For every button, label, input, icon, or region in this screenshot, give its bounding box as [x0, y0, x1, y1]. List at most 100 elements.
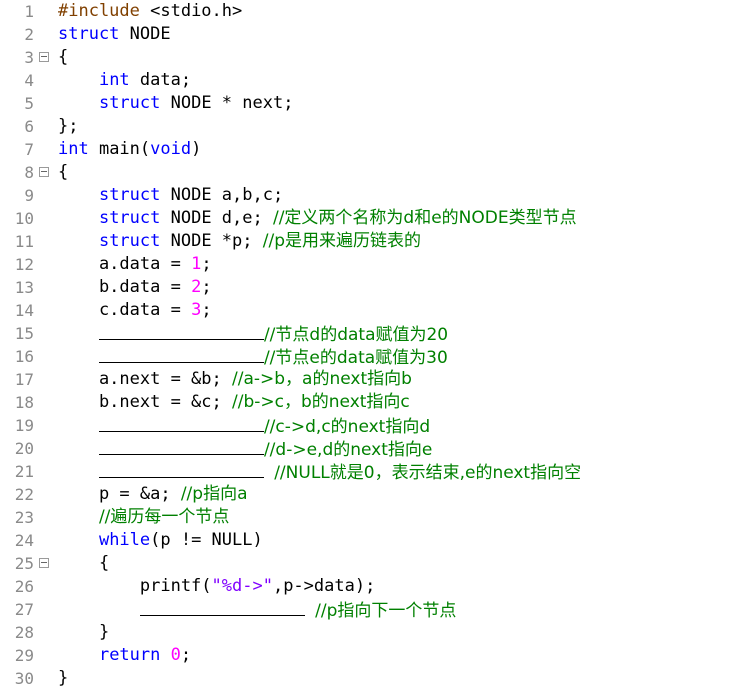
line-number: 9	[24, 186, 34, 205]
code-line[interactable]: 25 {	[0, 552, 730, 577]
code-token: NODE *p;	[160, 231, 263, 251]
code-token: }	[58, 668, 69, 688]
code-line[interactable]: 21 //NULL就是0，表示结束,e的next指向空	[0, 462, 730, 485]
code-keyword: int	[98, 70, 130, 90]
code-token	[58, 507, 99, 527]
line-number: 21	[14, 462, 34, 481]
code-token	[58, 185, 99, 205]
code-line[interactable]: 6};	[0, 115, 730, 140]
line-number: 30	[14, 669, 34, 688]
code-line[interactable]: 24 while(p != NULL)	[0, 530, 730, 554]
code-line[interactable]: 9 struct NODE a,b,c;	[0, 184, 730, 209]
code-line[interactable]: 14 c.data = 3;	[0, 300, 730, 324]
code-text: struct NODE d,e; //定义两个名称为d和e的NODE类型节点	[58, 207, 577, 230]
code-token: "%d->"	[211, 576, 273, 596]
fold-toggle-icon[interactable]	[39, 558, 49, 568]
code-line[interactable]: 19 //c->d,c的next指向d	[0, 416, 730, 439]
code-line[interactable]: 8{	[0, 162, 730, 186]
code-line[interactable]: 26 printf("%d->",p->data);	[0, 575, 730, 600]
line-number: 1	[24, 2, 34, 21]
code-line[interactable]: 2 struct NODE	[0, 24, 730, 48]
code-token: NODE d,e;	[160, 208, 273, 228]
code-text: //NULL就是0，表示结束,e的next指向空	[58, 460, 581, 485]
line-number: 5	[24, 94, 34, 113]
code-keyword: struct	[58, 24, 120, 44]
code-token: <stdio.h>	[139, 1, 243, 21]
fill-in-blank[interactable]	[98, 322, 264, 340]
code-token	[58, 417, 99, 437]
code-token: NODE	[119, 24, 171, 44]
code-line[interactable]: 17 a.next = &b; //a->b，a的next指向b	[0, 369, 730, 393]
code-token: b.next = &c;	[58, 392, 232, 412]
code-text: b.data = 2;	[58, 276, 212, 299]
code-token	[58, 645, 99, 665]
code-line[interactable]: 15 //节点d的data赋值为20	[0, 324, 730, 347]
code-line[interactable]: 5 struct NODE * next;	[0, 92, 730, 117]
fill-in-blank[interactable]	[98, 437, 264, 455]
code-line[interactable]: 30}	[0, 668, 730, 692]
code-comment: //a->b，a的next指向b	[232, 369, 412, 389]
code-text: b.next = &c; //b->c，b的next指向c	[58, 391, 410, 414]
code-token: {	[58, 47, 69, 67]
code-line[interactable]: 22 p = &a; //p指向a	[0, 484, 730, 508]
line-number: 3	[24, 48, 34, 67]
code-comment: //节点e的data赋值为30	[263, 348, 448, 368]
line-number: 2	[24, 25, 34, 44]
code-token: p = &a;	[58, 484, 181, 504]
code-token: ,p->data);	[272, 576, 376, 596]
line-number: 7	[24, 140, 34, 159]
code-token: c.data =	[58, 300, 192, 320]
code-line[interactable]: 23 //遍历每一个节点	[0, 506, 730, 531]
code-line[interactable]: 20 //d->e,d的next指向e	[0, 439, 730, 462]
code-line[interactable]: 28 }	[0, 621, 730, 646]
fill-in-blank[interactable]	[98, 460, 264, 478]
code-line[interactable]: 12 a.data = 1;	[0, 254, 730, 278]
code-token: ;	[201, 277, 212, 297]
code-line[interactable]: 1#include <stdio.h>	[0, 1, 730, 25]
code-token	[305, 601, 315, 621]
code-line[interactable]: 27 //p指向下一个节点	[0, 600, 730, 623]
code-text: int data;	[58, 69, 191, 92]
code-text: };	[58, 115, 78, 138]
line-number: 14	[14, 301, 34, 320]
code-line[interactable]: 3{	[0, 47, 730, 71]
line-number: 15	[14, 324, 34, 343]
code-text: struct NODE *p; //p是用来遍历链表的	[58, 230, 421, 253]
code-line[interactable]: 4 int data;	[0, 69, 730, 94]
fold-toggle-icon[interactable]	[39, 167, 49, 177]
line-number: 29	[14, 646, 34, 665]
code-line[interactable]: 18 b.next = &c; //b->c，b的next指向c	[0, 391, 730, 416]
code-token: 2	[191, 277, 202, 297]
code-comment: //p是用来遍历链表的	[262, 231, 421, 251]
code-text: struct NODE * next;	[58, 92, 293, 115]
line-number: 11	[14, 232, 34, 251]
code-line[interactable]: 29 return 0;	[0, 645, 730, 669]
code-token: NODE a,b,c;	[160, 185, 284, 205]
code-token: data;	[129, 70, 192, 90]
code-comment: //b->c，b的next指向c	[232, 392, 410, 412]
code-token: {	[58, 162, 69, 182]
code-text: }	[58, 621, 109, 644]
code-text: struct NODE a,b,c;	[58, 184, 283, 207]
code-text: //节点d的data赋值为20	[58, 322, 448, 347]
fill-in-blank[interactable]	[98, 414, 264, 432]
fold-toggle-icon[interactable]	[39, 52, 49, 62]
fill-in-blank[interactable]	[139, 598, 305, 616]
code-text: //遍历每一个节点	[58, 506, 229, 529]
line-number: 23	[14, 508, 34, 527]
code-token: NODE * next;	[160, 93, 294, 113]
line-number: 19	[14, 416, 34, 435]
code-token: ;	[201, 254, 212, 274]
code-token: ;	[201, 300, 212, 320]
code-text: {	[58, 552, 109, 575]
code-token: a.data =	[58, 254, 192, 274]
code-line[interactable]: 13 b.data = 2;	[0, 276, 730, 301]
code-token: (p != NULL)	[150, 530, 263, 550]
code-line[interactable]: 11 struct NODE *p; //p是用来遍历链表的	[0, 230, 730, 255]
code-text: printf("%d->",p->data);	[58, 575, 375, 598]
code-line[interactable]: 16 //节点e的data赋值为30	[0, 347, 730, 370]
fill-in-blank[interactable]	[98, 345, 264, 363]
code-line[interactable]: 10 struct NODE d,e; //定义两个名称为d和e的NODE类型节…	[0, 207, 730, 232]
